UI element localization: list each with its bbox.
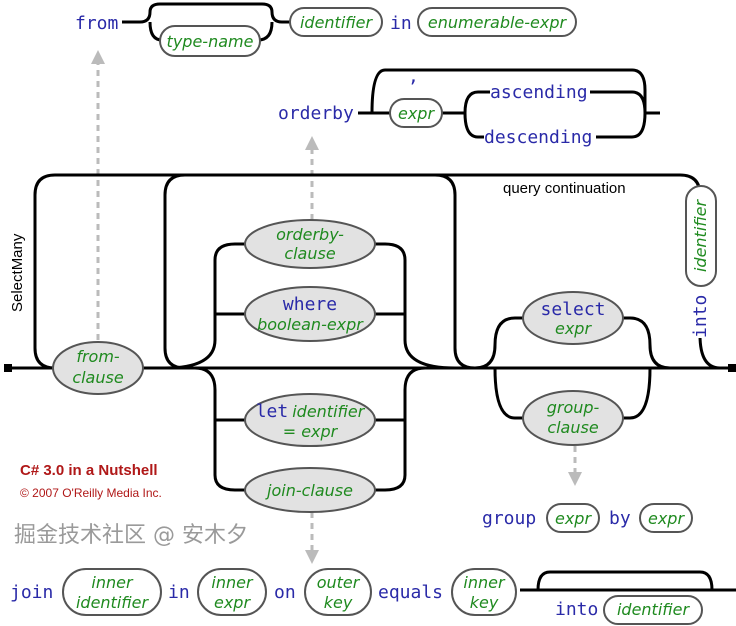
let-identifier: identifier [292, 402, 365, 421]
outer-key-label-2: key [324, 593, 353, 612]
watermark: 掘金技术社区 @ 安木夕 [14, 523, 248, 548]
join-into-identifier-label: identifier [617, 600, 690, 619]
group-expr-node [546, 503, 600, 533]
clause-nodes: from- clause orderby- clause where boole… [52, 219, 624, 513]
inner-expr-node [197, 568, 267, 616]
orderby-clause-label: orderby- [276, 225, 344, 244]
from-clause-label: from- [76, 347, 120, 366]
by-keyword: by [609, 508, 631, 529]
into-identifier-node [685, 185, 717, 287]
orderby-clause-label-2: clause [284, 244, 336, 263]
expr-node [389, 98, 443, 128]
main-track: SelectMany query continuation into ident… [4, 173, 736, 492]
identifier-node [289, 7, 383, 37]
orderby-keyword: orderby [278, 103, 354, 124]
enumerable-expr-node [417, 7, 577, 37]
from-keyword: from [75, 13, 118, 34]
boolean-expr-label: boolean-expr [257, 315, 364, 334]
let-expr-label: = expr [283, 422, 339, 441]
selectmany-label: SelectMany [9, 233, 26, 312]
inner-expr-label-2: expr [214, 593, 251, 612]
outer-key-node [304, 568, 372, 616]
into-keyword: into [690, 295, 711, 338]
descending-keyword: descending [484, 127, 592, 148]
join-clause-node [244, 467, 376, 513]
inner-identifier-label-2: identifier [76, 593, 149, 612]
inner-identifier-label: inner [91, 573, 134, 592]
book-title: C# 3.0 in a Nutshell [20, 462, 158, 479]
outer-key-label: outer [317, 573, 361, 592]
join-clause-label: join-clause [265, 481, 353, 500]
join-into-identifier-node [603, 595, 703, 625]
join-in-keyword: in [168, 582, 190, 603]
ascending-keyword: ascending [490, 82, 588, 103]
query-continuation-label: query continuation [503, 180, 626, 197]
equals-keyword: equals [378, 582, 443, 603]
inner-expr-label: inner [211, 573, 254, 592]
group-row: group expr by expr [482, 503, 693, 533]
by-expr-node [639, 503, 693, 533]
reference-arrows [91, 50, 582, 564]
inner-identifier-node [62, 568, 162, 616]
into-identifier-label: identifier [691, 199, 710, 272]
where-keyword: where [283, 294, 337, 315]
let-clause-node [244, 393, 376, 447]
group-clause-label-2: clause [547, 418, 599, 437]
from-clause-node [52, 341, 144, 395]
join-into-keyword: into [555, 599, 598, 620]
select-keyword: select [540, 299, 605, 320]
from-clause-label-2: clause [72, 368, 124, 387]
orderby-row: orderby , expr ascending descending [278, 66, 660, 148]
inner-key-node [451, 568, 517, 616]
identifier-label: identifier [300, 13, 373, 32]
inner-key-label-2: key [470, 593, 499, 612]
select-clause-node [522, 291, 624, 345]
enumerable-expr-label: enumerable-expr [428, 13, 568, 32]
join-row: join inner identifier in inner expr on o… [10, 568, 736, 626]
group-keyword: group [482, 508, 536, 529]
orderby-clause-node [244, 219, 376, 269]
in-keyword: in [390, 13, 412, 34]
group-clause-label: group- [547, 398, 600, 417]
inner-key-label: inner [463, 573, 506, 592]
group-expr-label: expr [555, 509, 592, 528]
join-keyword: join [10, 582, 53, 603]
expr-label: expr [398, 104, 435, 123]
where-clause-node [244, 286, 376, 342]
type-name-node [159, 25, 261, 57]
on-keyword: on [274, 582, 296, 603]
from-row: from type-name identifier in enumerable-… [75, 2, 577, 57]
copyright: © 2007 O'Reilly Media Inc. [20, 486, 162, 500]
select-expr-label: expr [555, 319, 592, 338]
group-clause-node [522, 390, 624, 446]
continuation-into: into identifier [684, 185, 717, 338]
let-keyword: let [256, 401, 289, 422]
type-name-label: type-name [167, 32, 254, 51]
comma-separator: , [408, 66, 419, 87]
by-expr-label: expr [648, 509, 685, 528]
